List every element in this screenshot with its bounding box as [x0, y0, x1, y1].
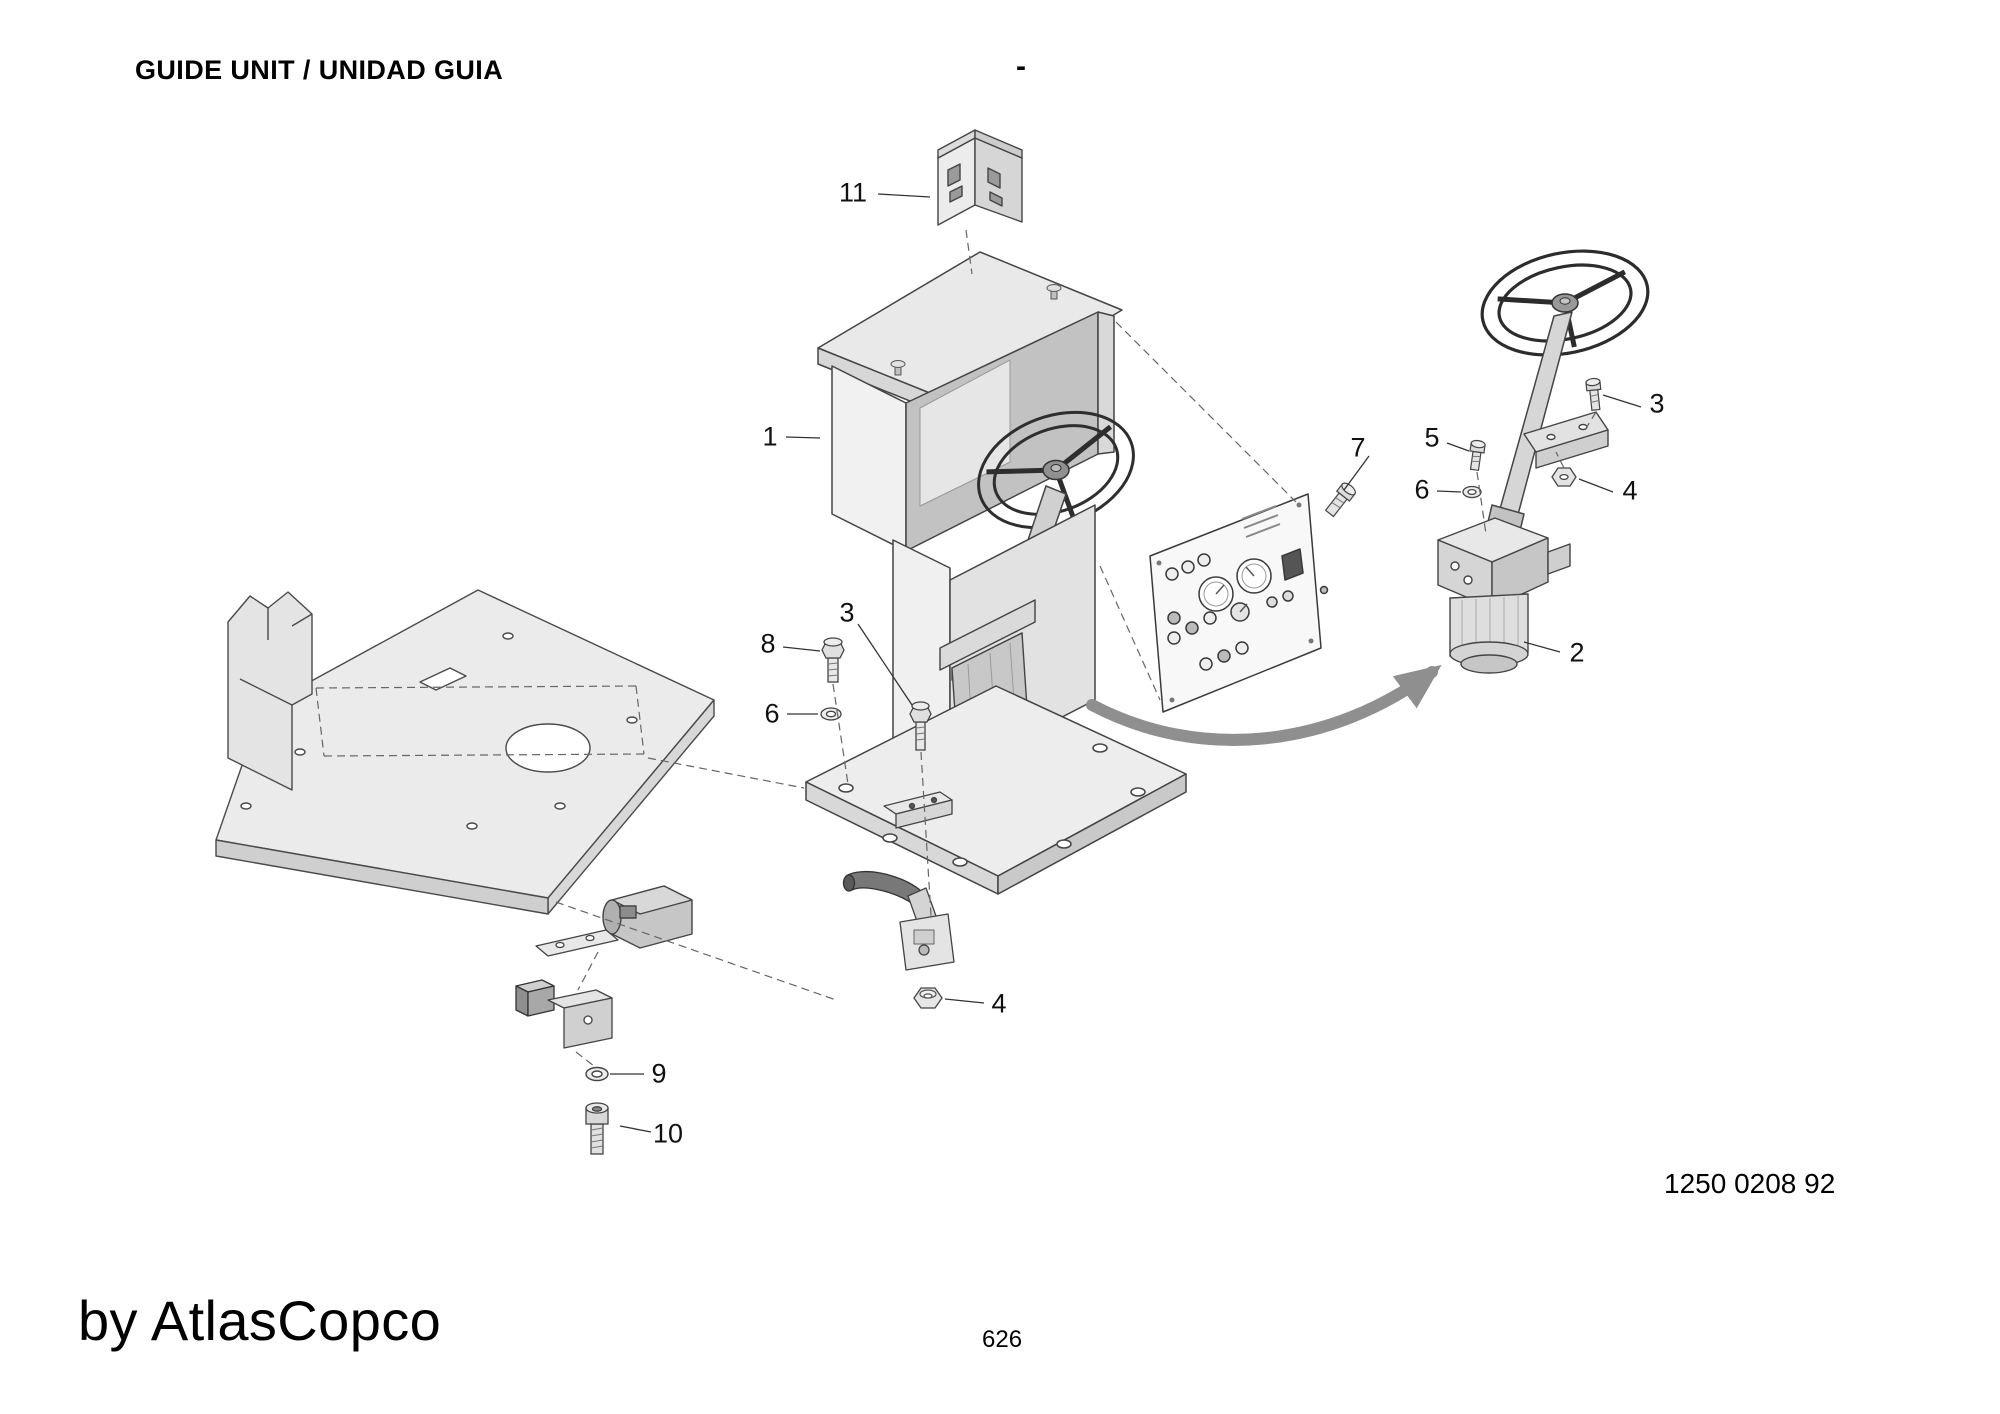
callout-6-right: 6 — [1414, 474, 1430, 505]
angle-bracket — [547, 989, 613, 1049]
callout-6-center: 6 — [764, 698, 780, 729]
control-lever — [842, 870, 937, 925]
drawing-number: 1250 0208 92 — [1664, 1168, 1836, 1199]
guide-base-plate — [215, 589, 715, 915]
bolt-3-center — [909, 701, 932, 751]
corner-bracket — [937, 129, 1023, 226]
callout-3-right: 3 — [1649, 388, 1665, 419]
bolt-5 — [1469, 439, 1486, 472]
control-panel — [1149, 493, 1329, 713]
solenoid-valve — [602, 885, 693, 949]
callout-4-center: 4 — [991, 988, 1007, 1019]
steering-valve-block — [1437, 517, 1571, 609]
callout-11: 11 — [838, 177, 868, 208]
washer-6-center — [820, 707, 842, 721]
socket-bolt-10 — [585, 1102, 609, 1155]
callout-8: 8 — [760, 628, 776, 659]
bolt-8 — [821, 637, 845, 683]
stop-block — [515, 979, 555, 1017]
washer-9 — [585, 1066, 609, 1082]
header-separator: - — [1016, 50, 1026, 83]
nut-4-right — [1551, 467, 1577, 487]
callout-leader-lines — [610, 193, 1642, 1133]
page-title: GUIDE UNIT / UNIDAD GUIA — [135, 55, 504, 85]
brand-signature: by AtlasCopco — [78, 1289, 442, 1352]
callout-7: 7 — [1350, 432, 1366, 463]
callout-5: 5 — [1424, 422, 1440, 453]
base-clamp-plate — [883, 791, 953, 829]
callout-10: 10 — [652, 1118, 684, 1149]
callout-2: 2 — [1569, 637, 1585, 668]
page-number: 626 — [982, 1326, 1023, 1353]
steering-wheel-right — [1480, 249, 1650, 357]
callout-4-right: 4 — [1622, 475, 1638, 506]
column-mount-bracket — [1523, 411, 1609, 469]
dashed-construction-lines — [315, 229, 1597, 1067]
bolt-3-right — [1585, 377, 1602, 411]
console-base-plate — [805, 685, 1187, 895]
limit-switch — [899, 913, 955, 971]
steering-cylinder — [1449, 593, 1529, 674]
washer-6-right — [1462, 485, 1482, 499]
callout-9: 9 — [651, 1058, 667, 1089]
callout-3-center: 3 — [839, 597, 855, 628]
console-steering-wheel — [977, 410, 1135, 530]
mounting-bracket-plate — [535, 929, 619, 957]
callout-1: 1 — [762, 421, 778, 452]
bolt-7 — [1324, 482, 1356, 518]
transfer-arrow — [1086, 664, 1442, 746]
nut-4-center — [913, 987, 943, 1009]
